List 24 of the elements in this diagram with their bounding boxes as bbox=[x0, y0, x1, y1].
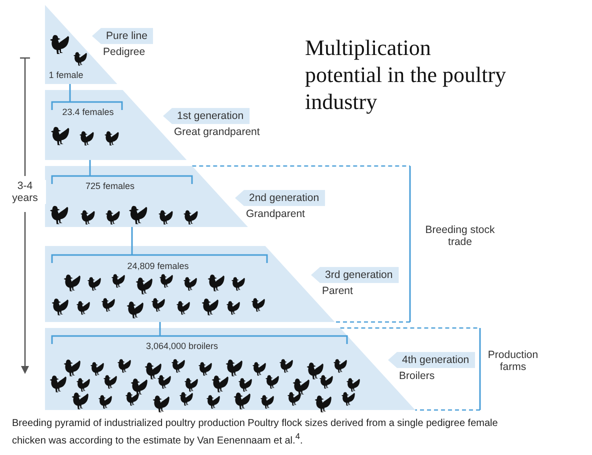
bracket-label: Breeding stock trade bbox=[424, 224, 496, 248]
count-label: 23.4 females bbox=[62, 107, 114, 117]
count-label: 24,809 females bbox=[127, 261, 189, 271]
connector-line bbox=[159, 322, 161, 328]
pyramid-tier bbox=[45, 166, 248, 227]
generation-tag: 3rd generation bbox=[311, 267, 399, 283]
connector-line bbox=[131, 227, 133, 246]
role-label: Broilers bbox=[399, 370, 435, 382]
caption: Breeding pyramid of industrialized poultry production Poultry flock sizes derived from a single pedigree female chicken was according to the estimate by Van Eenennaam et al.$^{4}$. bbox=[12, 417, 499, 448]
count-label: 3,064,000 broilers bbox=[146, 341, 218, 351]
generation-tag: Pure line bbox=[92, 28, 154, 44]
generation-tag: 2nd generation bbox=[235, 190, 326, 206]
connector-line bbox=[69, 84, 71, 90]
count-label: 1 female bbox=[48, 70, 84, 80]
role-label: Grandparent bbox=[246, 208, 305, 220]
bracket-label: Production farms bbox=[486, 349, 540, 373]
role-label: Parent bbox=[322, 285, 353, 297]
connector-line bbox=[89, 160, 91, 166]
generation-tag: 4th generation bbox=[388, 352, 476, 368]
role-label: Great grandparent bbox=[174, 126, 260, 138]
title: Multiplication potential in the poultry industry bbox=[305, 34, 508, 115]
count-label: 725 females bbox=[85, 181, 135, 191]
role-label: Pedigree bbox=[103, 46, 146, 58]
generation-tag: 1st generation bbox=[163, 108, 250, 124]
